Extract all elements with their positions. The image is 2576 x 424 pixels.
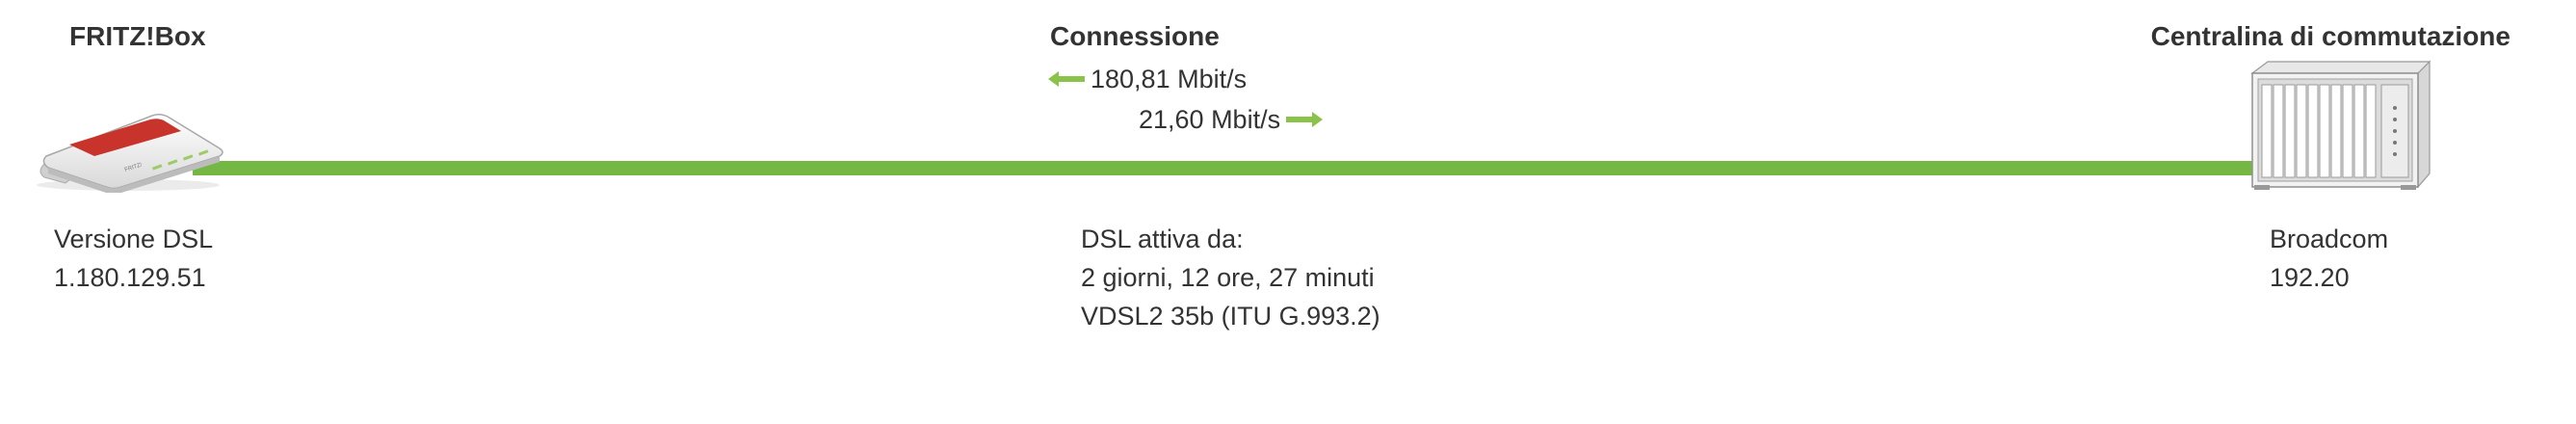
dsl-active-since-label: DSL attiva da: — [1081, 225, 1244, 253]
fritzbox-router-icon: FRITZ! — [37, 113, 223, 193]
dsl-standard: VDSL2 35b (ITU G.993.2) — [1081, 302, 1380, 331]
dsl-active-since-value: 2 giorni, 12 ore, 27 minuti — [1081, 263, 1375, 292]
upstream-rate: 21,60 Mbit/s — [1139, 100, 1324, 139]
exchange-chipset: Broadcom — [2270, 225, 2389, 253]
upstream-rate-value: 21,60 Mbit/s — [1139, 105, 1281, 134]
exchange-rack-icon — [2250, 60, 2431, 190]
exchange-version: 192.20 — [2270, 263, 2350, 292]
downstream-rate-value: 180,81 Mbit/s — [1091, 65, 1248, 93]
dsl-connection-line — [193, 161, 2274, 175]
dsl-version-value: 1.180.129.51 — [54, 263, 206, 292]
arrow-left-icon — [1048, 71, 1085, 87]
dsl-version-label: Versione DSL — [54, 225, 214, 253]
fritzbox-info: Versione DSL 1.180.129.51 — [54, 220, 213, 297]
arrow-right-icon — [1286, 112, 1324, 127]
exchange-title: Centralina di commutazione — [2150, 21, 2510, 51]
fritzbox-title: FRITZ!Box — [69, 21, 206, 51]
connection-title: Connessione — [1050, 21, 1220, 51]
exchange-info: Broadcom 192.20 — [2270, 220, 2388, 297]
downstream-rate: 180,81 Mbit/s — [1048, 60, 1247, 98]
connection-info: DSL attiva da: 2 giorni, 12 ore, 27 minu… — [1081, 220, 1380, 335]
svg-text:FRITZ!: FRITZ! — [124, 162, 144, 173]
